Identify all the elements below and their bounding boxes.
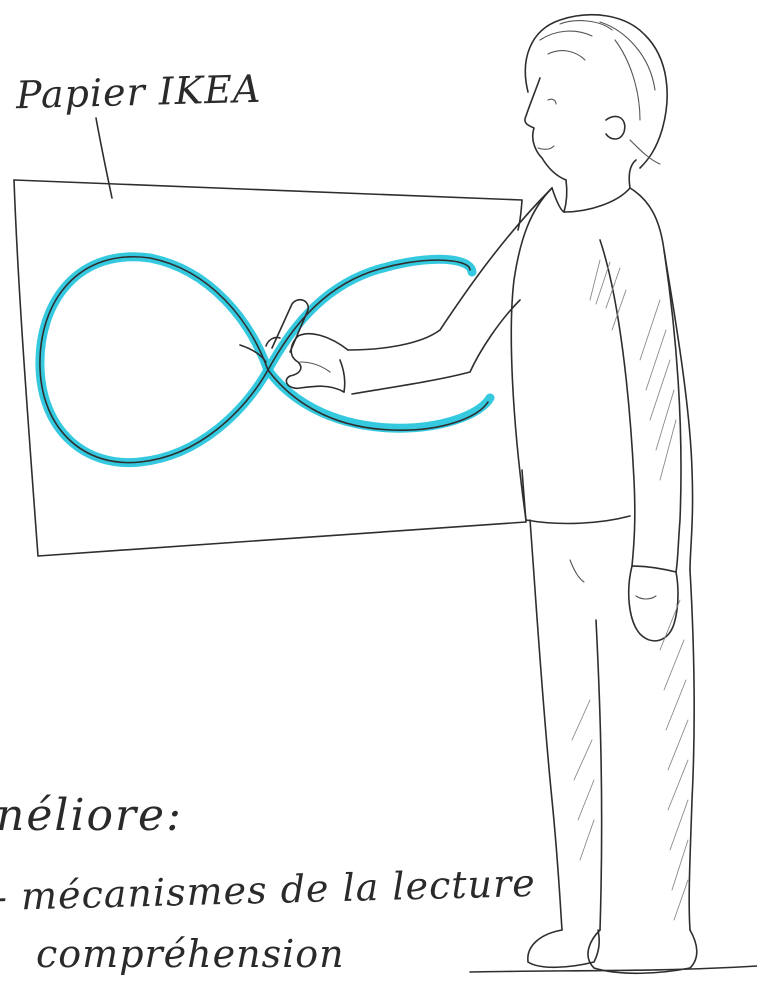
label-pointer-line (95, 117, 113, 199)
infinity-icon (35, 252, 495, 468)
notes-title: néliore: (0, 790, 183, 841)
marker-icon (265, 298, 309, 353)
paper-sheet-icon (13, 179, 527, 557)
person-figure (285, 14, 757, 975)
notes-line-2: compréhension (36, 932, 345, 976)
paper-label: Papier IKEA (15, 66, 262, 118)
